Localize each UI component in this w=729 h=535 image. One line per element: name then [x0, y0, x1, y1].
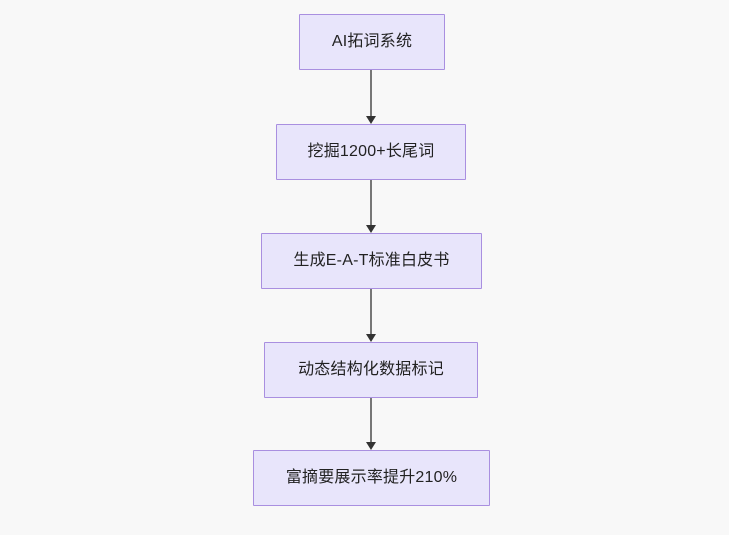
flowchart-node-label: 生成E-A-T标准白皮书: [293, 252, 450, 270]
arrowhead-icon: [366, 442, 376, 450]
connector-line: [370, 180, 372, 226]
flowchart-node-label: AI拓词系统: [331, 33, 413, 51]
connector-line: [370, 397, 372, 443]
flowchart-node-mine-longtail-keywords[interactable]: 挖掘1200+长尾词: [276, 124, 466, 180]
flowchart-node-generate-eat-whitepaper[interactable]: 生成E-A-T标准白皮书: [261, 233, 482, 289]
connector-line: [370, 70, 372, 117]
flowchart-node-label: 挖掘1200+长尾词: [307, 143, 435, 161]
connector-node-3-to-node-4: [365, 289, 377, 342]
connector-line: [370, 289, 372, 335]
arrowhead-icon: [366, 116, 376, 124]
flowchart-node-label: 动态结构化数据标记: [298, 361, 444, 379]
flowchart-node-dynamic-structured-data-markup[interactable]: 动态结构化数据标记: [264, 342, 478, 398]
connector-node-1-to-node-2: [365, 70, 377, 124]
connector-node-4-to-node-5: [365, 397, 377, 450]
connector-node-2-to-node-3: [365, 180, 377, 233]
arrowhead-icon: [366, 225, 376, 233]
flowchart-node-ai-keyword-system[interactable]: AI拓词系统: [299, 14, 445, 70]
flowchart-node-rich-snippet-impression-lift[interactable]: 富摘要展示率提升210%: [253, 450, 490, 506]
arrowhead-icon: [366, 334, 376, 342]
flowchart-node-label: 富摘要展示率提升210%: [285, 469, 458, 487]
